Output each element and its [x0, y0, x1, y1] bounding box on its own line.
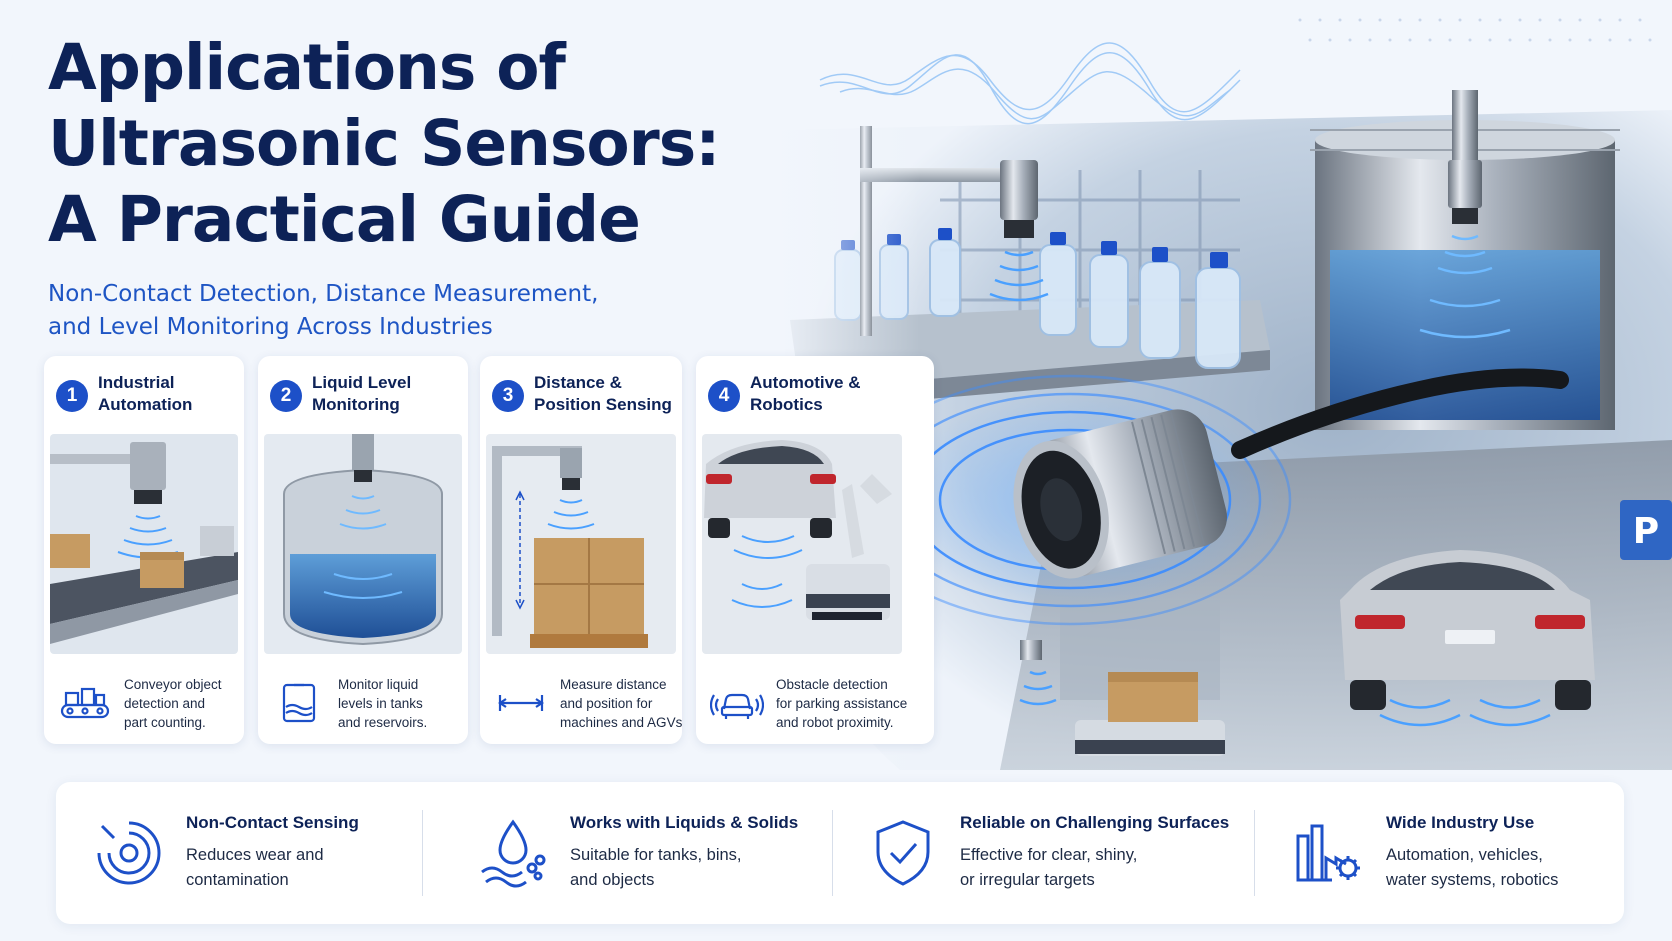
water-drop-icon — [481, 819, 546, 888]
card-image-conveyor — [50, 434, 238, 654]
dot-pattern — [1298, 18, 1652, 42]
benefit-description: Reduces wear and contamination — [186, 846, 324, 889]
benefit-text: Works with Liquids & Solids Suitable for… — [570, 813, 798, 893]
card-description: Obstacle detection for parking assistanc… — [776, 676, 908, 730]
card-description: Monitor liquid levels in tanks and reser… — [338, 676, 428, 730]
parking-sign-letter: P — [1633, 511, 1659, 552]
agv-robot-cart — [1075, 672, 1225, 756]
title-line-1: Applications of — [48, 31, 566, 104]
conveyor-icon — [60, 687, 110, 719]
title-line-2: Ultrasonic Sensors: — [48, 107, 720, 180]
parking-garage: P — [1000, 440, 1672, 770]
page-title: Applications of Ultrasonic Sensors: A Pr… — [48, 30, 768, 258]
wall-sensor — [1019, 640, 1057, 706]
card-header: 2 Liquid Level Monitoring — [270, 372, 468, 416]
card-title: Distance & Position Sensing — [534, 373, 672, 414]
subtitle-line-1: Non-Contact Detection, Distance Measurem… — [48, 281, 599, 307]
benefit-text: Reliable on Challenging Surfaces Effecti… — [960, 813, 1229, 893]
title-block: Applications of Ultrasonic Sensors: A Pr… — [48, 30, 768, 344]
card-image-pallet — [486, 434, 676, 654]
benefit-title: Works with Liquids & Solids — [570, 813, 799, 832]
benefit-description: Suitable for tanks, bins, and objects — [570, 846, 742, 889]
benefit-description: Automation, vehicles, water systems, rob… — [1386, 846, 1559, 889]
card-number-badge: 4 — [708, 380, 740, 412]
card-footer: Obstacle detection for parking assistanc… — [696, 662, 934, 744]
card-automotive-robotics: 4 Automotive & Robotics — [696, 356, 934, 744]
benefit-title: Non-Contact Sensing — [186, 813, 359, 832]
page-subtitle: Non-Contact Detection, Distance Measurem… — [48, 278, 768, 344]
card-footer: Conveyor object detection and part count… — [44, 662, 244, 744]
title-line-3: A Practical Guide — [48, 183, 641, 256]
subtitle-line-2: and Level Monitoring Across Industries — [48, 314, 493, 340]
card-number-badge: 2 — [270, 380, 302, 412]
benefit-text: Wide Industry Use Automation, vehicles, … — [1386, 813, 1558, 893]
card-image-tank — [264, 434, 462, 654]
benefit-text: Non-Contact Sensing Reduces wear and con… — [186, 813, 359, 893]
benefit-liquids-solids: Works with Liquids & Solids Suitable for… — [476, 782, 798, 924]
card-title: Automotive & Robotics — [750, 373, 861, 414]
tank-level-icon — [282, 683, 316, 723]
card-industrial-automation: 1 Industrial Automation — [44, 356, 244, 744]
card-footer: Measure distance and position for machin… — [480, 662, 682, 744]
card-liquid-level: 2 Liquid Level Monitoring Monit — [258, 356, 468, 744]
benefit-divider — [832, 810, 833, 896]
card-header: 3 Distance & Position Sensing — [492, 372, 682, 416]
benefit-divider — [422, 810, 423, 896]
factory-gear-icon — [1296, 824, 1360, 882]
card-title: Industrial Automation — [98, 373, 193, 414]
shield-check-icon — [876, 820, 930, 886]
parking-sign — [1620, 500, 1672, 560]
sound-wave-decoration — [819, 42, 1241, 125]
card-footer: Monitor liquid levels in tanks and reser… — [258, 662, 468, 744]
benefit-description: Effective for clear, shiny, or irregular… — [960, 846, 1138, 889]
card-number-badge: 3 — [492, 380, 524, 412]
benefit-non-contact: Non-Contact Sensing Reduces wear and con… — [92, 782, 359, 924]
card-number-badge: 1 — [56, 380, 88, 412]
target-rings-icon — [97, 821, 161, 885]
card-header: 4 Automotive & Robotics — [708, 372, 910, 416]
central-ultrasonic-sensor — [848, 368, 1569, 626]
card-header: 1 Industrial Automation — [56, 372, 244, 416]
benefit-divider — [1254, 810, 1255, 896]
card-distance-position: 3 Distance & Position Sensing — [480, 356, 682, 744]
benefits-bar: Non-Contact Sensing Reduces wear and con… — [56, 782, 1624, 924]
card-title: Liquid Level Monitoring — [312, 373, 412, 414]
car-sensor-icon — [710, 693, 764, 719]
benefit-challenging-surfaces: Reliable on Challenging Surfaces Effecti… — [866, 782, 1229, 924]
benefit-title: Reliable on Challenging Surfaces — [960, 813, 1230, 832]
card-description: Conveyor object detection and part count… — [124, 676, 222, 730]
distance-ruler-icon — [498, 695, 544, 711]
benefit-title: Wide Industry Use — [1386, 813, 1535, 832]
benefit-wide-industry: Wide Industry Use Automation, vehicles, … — [1292, 782, 1558, 924]
card-image-car-robot — [702, 434, 902, 654]
card-description: Measure distance and position for machin… — [560, 676, 682, 730]
parked-car — [1340, 550, 1595, 710]
